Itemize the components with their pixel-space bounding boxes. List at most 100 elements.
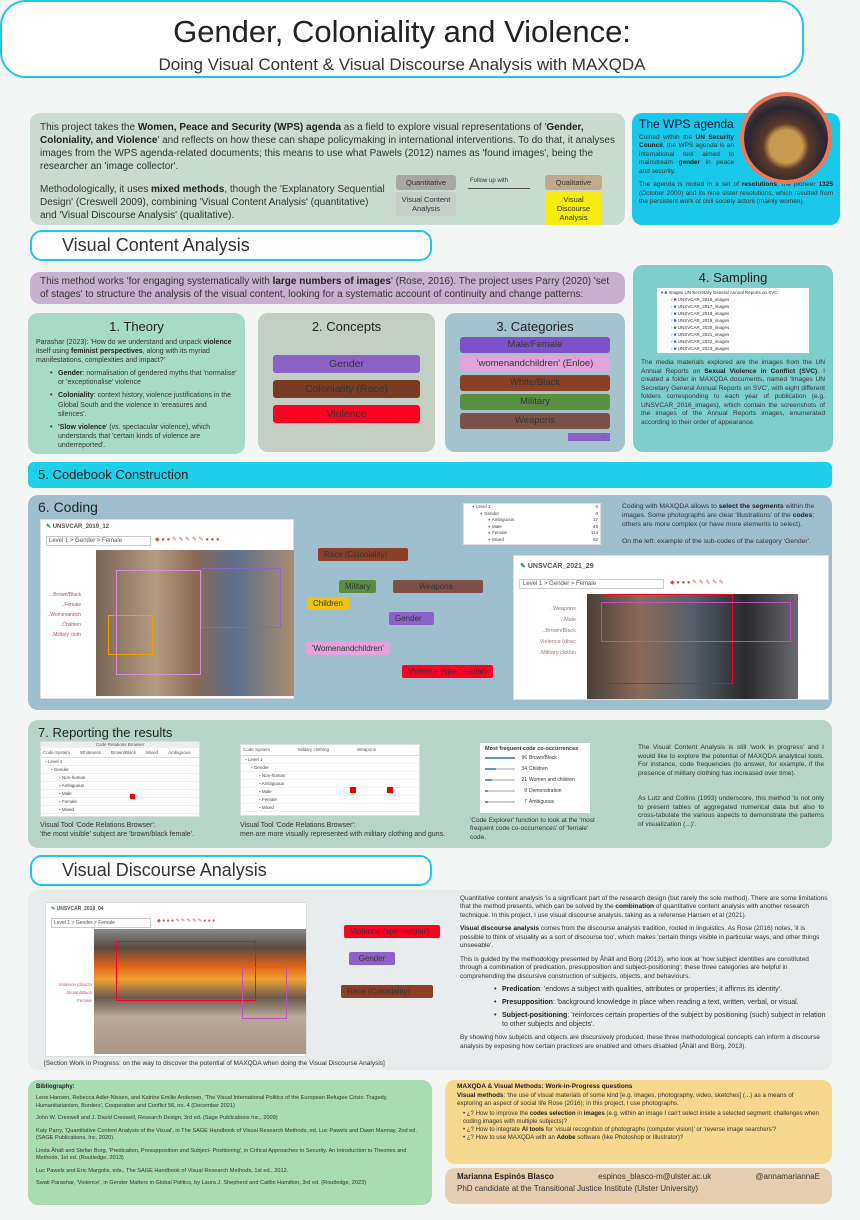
text-run: Parashar (2023): 'How do we understand a… (36, 339, 204, 346)
code-row[interactable]: ▪ Ambiguous (241, 780, 419, 788)
crb2-caption-b: men are more visually represented with m… (240, 831, 446, 839)
code-icon: ● (488, 517, 491, 522)
folder-item[interactable]: › ■ UNSVCAR_2020_images (671, 325, 730, 330)
bibliography-entry: Swati Parashar, 'Violence', in Gender Ma… (36, 1180, 367, 1187)
text-run: itself using (36, 348, 72, 356)
folder-item[interactable]: › ■ UNSVCAR_2022_images (671, 339, 730, 344)
code-row[interactable]: ▪ Gender (41, 766, 199, 774)
margin-code-label[interactable]: ..Female (61, 602, 81, 608)
code-count: 62 (592, 536, 598, 542)
coding-toolbar-icons[interactable]: ◆ ● ● ✎ ✎ ✎ ✎ ✎ ● ● ● (155, 537, 220, 543)
segment-box (108, 615, 153, 655)
category-womenandchildren: 'womenandchildren' (Enloe) (460, 356, 610, 372)
folder-item[interactable]: › ■ UNSVCAR_2019_images (671, 318, 730, 323)
margin-code-label[interactable]: Violence (directa (58, 982, 92, 987)
margin-code-label[interactable]: Violence (direc (539, 639, 576, 645)
folder-root-label: Images UN Secretary General Annual Repor… (668, 290, 778, 295)
margin-code-label[interactable]: ..Brown/Black (542, 628, 576, 634)
text-run: This project takes the (40, 122, 138, 133)
vda-caption: [Section Work in Progress: on the way to… (44, 1060, 385, 1067)
folder-item[interactable]: › ■ UNSVCAR_2021_images (671, 332, 730, 337)
margin-code-label[interactable]: ..Male (561, 617, 576, 623)
coding-toolbar-icons[interactable]: ◆ ● ● ● ✎ ✎ ✎ ✎ ✎ ● ● ● (157, 918, 216, 924)
bullet-item: 'Slow violence' (vs. spectacular violenc… (50, 423, 237, 450)
text-run: The agenda is rooted in a set of (639, 181, 742, 189)
bold-text: images (583, 1110, 605, 1118)
heat-cell (387, 787, 393, 793)
code-path-select[interactable]: Level 1 > Gender > Female (46, 536, 151, 546)
vda-paragraph-1: Quantitative content analysis 'is a sign… (460, 895, 828, 920)
code-row[interactable]: ▪ Female (41, 798, 199, 806)
code-row[interactable]: ▪ Mixed (41, 806, 199, 814)
margin-code-label[interactable]: ..Brown/Black (64, 990, 92, 995)
bullet-item: Coloniality: context history, violence j… (50, 391, 237, 418)
concept-coloniality: Coloniality (Race) (273, 380, 420, 398)
code-count: 17 (592, 517, 598, 522)
margin-code-label[interactable]: ..Military clothin (538, 650, 576, 656)
folder-item[interactable]: › ■ UNSVCAR_2016_images (671, 297, 730, 302)
coding-toolbar-icons[interactable]: ◆ ● ● ● ✎ ✎ ✎ ✎ ✎ (670, 580, 724, 586)
margin-code-label[interactable]: ..Female (74, 998, 92, 1003)
code-row[interactable]: ▪ Male (241, 788, 419, 796)
category-white-black: White/Black (460, 375, 610, 391)
text-run: for 'visual recognition of photographs (… (544, 1126, 777, 1134)
bibliography-entry: Lene Hansen, Rebecca Adler-Nissen, and K… (36, 1095, 388, 1109)
theory-bullets: Gender: normalisation of gendered myths … (36, 369, 237, 450)
code-row[interactable]: ▪ Female (241, 796, 419, 804)
folder-root[interactable]: ▾ ■ Images UN Secretary General Annual R… (661, 290, 778, 295)
code-row[interactable]: ▪ Gender (241, 764, 419, 772)
code-label: Non-human (261, 773, 286, 778)
code-row[interactable]: ▪ Non-human (241, 772, 419, 780)
bullet-item: Subject-positioning: 'reinforces certain… (494, 1011, 828, 1029)
question-item: • ¿? How to use MAXQDA with an Adobe sof… (463, 1134, 820, 1142)
bibliography-entry: Linda Åhäll and Stefan Borg, 'Predicatio… (36, 1147, 407, 1162)
author-handle[interactable]: @annamariannaE (755, 1172, 820, 1181)
code-row[interactable]: ▪ Level 1 (241, 756, 419, 764)
crb2-rows: ▪ Level 1▪ Gender▪ Non-human▪ Ambiguous▪… (241, 756, 419, 812)
code-row[interactable]: ▪ Non-human (41, 774, 199, 782)
tag-military: Military (339, 580, 377, 593)
folder-label: UNSVCAR_2023_images (677, 346, 730, 351)
folder-item[interactable]: › ■ UNSVCAR_2018_images (671, 311, 730, 316)
code-count: 48 (592, 523, 598, 529)
code-row[interactable]: ▪ Male (41, 790, 199, 798)
vda-paragraph-2: Visual discourse analysis comes from the… (460, 925, 828, 950)
text-run: as a field to explore visual representat… (341, 122, 547, 133)
code-path-select[interactable]: Level 1 > Gender > Female (51, 918, 151, 928)
margin-code-label[interactable]: ..Weapons (549, 606, 576, 612)
code-path-select[interactable]: Level 1 > Gender > Female (519, 579, 664, 589)
code-label: Male (261, 789, 272, 794)
margin-code-label[interactable]: ..Brown/Black (50, 592, 81, 598)
bold-text: Women, Peace and Security (WPS) agenda (137, 122, 342, 133)
document-name: ✎ UNSVCAR_2021_29 (520, 563, 594, 570)
code-row[interactable]: ▪ Level 1 (41, 758, 199, 766)
margin-code-label[interactable]: ..Womenandch (47, 612, 81, 618)
margin-code-label[interactable]: ..Children (59, 622, 81, 628)
code-icon: ▪ (59, 775, 61, 780)
code-count: 114 (590, 530, 598, 535)
margin-code-label[interactable]: ..Military cloth (50, 632, 81, 638)
folder-item[interactable]: › ■ UNSVCAR_2023_images (671, 346, 730, 351)
bold-text: mixed methods (150, 184, 225, 195)
folder-icon: ■ (673, 304, 677, 309)
bold-text: AI tools (521, 1126, 545, 1134)
code-row[interactable]: ▪ Ambiguous (41, 782, 199, 790)
code-label: Ambiguous (261, 781, 285, 786)
code-count: 0 (595, 504, 598, 509)
vda-text: Quantitative content analysis 'is a sign… (460, 895, 828, 1051)
wps-title: The WPS agenda (639, 117, 734, 131)
code-row[interactable]: ▪ Mixed (241, 804, 419, 812)
author-email[interactable]: espinos_blasco-m@ulster.ac.uk (598, 1172, 712, 1181)
code-label: Gender (53, 767, 69, 772)
cooccurrence-label: Demonstration (529, 787, 562, 794)
folder-item[interactable]: › ■ UNSVCAR_2017_images (671, 304, 730, 309)
text-run: : 'reinforces certain properties of the … (502, 1012, 826, 1029)
